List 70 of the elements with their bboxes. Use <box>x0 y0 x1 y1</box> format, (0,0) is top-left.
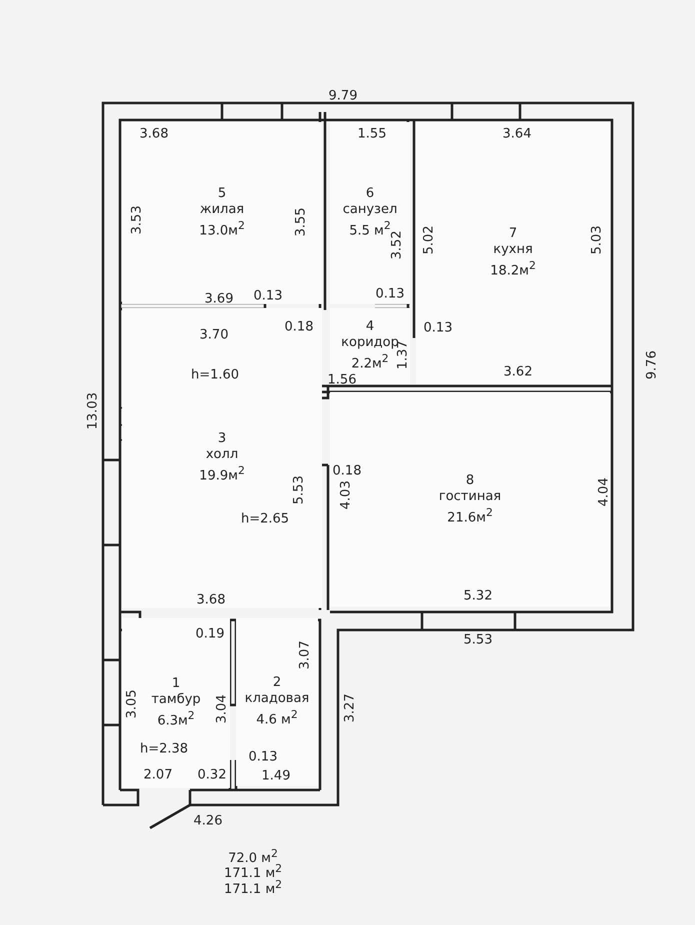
dimension-label: 9.76 <box>644 350 660 380</box>
room-number: 8 <box>466 472 474 489</box>
room-area: 18.2м$^{2}$ <box>490 258 536 280</box>
dimension-label: h=1.60 <box>190 368 240 382</box>
room-name: холл <box>206 447 238 464</box>
dimension-label: 3.70 <box>200 328 228 342</box>
room-name: тамбур <box>151 692 201 708</box>
room-area: 13.0м$^{2}$ <box>199 218 245 240</box>
dimension-label: 3.04 <box>214 694 230 724</box>
room <box>330 392 610 607</box>
dimension-label: 3.52 <box>390 230 404 260</box>
dimension-label: 0.13 <box>376 286 404 302</box>
dimension-label: 3.53 <box>130 206 144 234</box>
dimension-label: 5.03 <box>590 226 604 254</box>
dimension-label: 0.13 <box>248 750 278 764</box>
room-number: 6 <box>366 186 374 202</box>
room-area: 6.3м$^{2}$ <box>157 708 195 730</box>
dimension-label: 5.53 <box>292 476 306 504</box>
dimension-label: 1.56 <box>328 372 356 388</box>
dimension-label: 3.64 <box>502 126 532 142</box>
dimension-label: 0.18 <box>284 320 314 334</box>
room-name: гостиная <box>438 488 502 505</box>
dimension-label: 0.13 <box>254 288 282 304</box>
dimension-label: 3.55 <box>294 208 308 236</box>
room-number: 5 <box>218 186 226 202</box>
dimension-label: 3.69 <box>204 292 234 306</box>
dimension-label: 5.02 <box>422 226 436 254</box>
dimension-label: 4.26 <box>194 814 222 828</box>
dimension-label: 9.79 <box>328 88 358 104</box>
dimension-label: 1.49 <box>262 768 290 784</box>
room <box>122 308 322 608</box>
dimension-label: 3.68 <box>140 126 168 142</box>
room-number: 4 <box>366 319 374 336</box>
room-name: кухня <box>493 242 533 258</box>
room <box>236 618 318 786</box>
dimension-label: 0.13 <box>424 320 452 336</box>
room <box>122 618 230 788</box>
dimension-label: 5.32 <box>464 588 492 604</box>
room-area: 21.6м$^{2}$ <box>447 504 493 526</box>
room <box>330 308 410 384</box>
dimension-label: h=2.38 <box>140 742 188 756</box>
dimension-label: 3.07 <box>298 640 312 670</box>
dimension-label: 0.32 <box>198 768 226 782</box>
room-number: 7 <box>508 226 518 242</box>
room <box>416 122 610 384</box>
dimension-label: 0.18 <box>332 464 362 478</box>
dimension-label: 13.03 <box>86 392 100 430</box>
room-area: 4.6 м$^{2}$ <box>256 707 298 729</box>
dimension-label: 4.04 <box>596 478 612 506</box>
room <box>122 122 322 304</box>
dimension-label: 3.68 <box>196 592 226 608</box>
dimension-label: 2.07 <box>144 768 172 782</box>
room <box>330 122 410 304</box>
dimension-label: 3.27 <box>342 694 358 722</box>
room-name: кладовая <box>244 691 310 708</box>
dimension-label: h=2.65 <box>240 512 290 526</box>
room-area: 19.9м$^{2}$ <box>199 463 245 485</box>
dimension-label: 1.55 <box>358 126 386 142</box>
room-number: 1 <box>172 676 180 692</box>
dimension-label: 3.62 <box>504 364 532 380</box>
dimension-label: 4.03 <box>338 480 354 510</box>
room-name: санузел <box>342 202 398 218</box>
room-number: 2 <box>272 675 282 692</box>
room-number: 3 <box>218 431 226 448</box>
dimension-label: 0.19 <box>196 626 224 642</box>
room-name: жилая <box>200 202 244 218</box>
dimension-label: 3.05 <box>124 690 140 718</box>
room-area: 2.2м$^{2}$ <box>351 351 389 373</box>
dimension-label: 5.53 <box>464 632 492 648</box>
room-area: 5.5 м$^{2}$ <box>349 218 391 240</box>
